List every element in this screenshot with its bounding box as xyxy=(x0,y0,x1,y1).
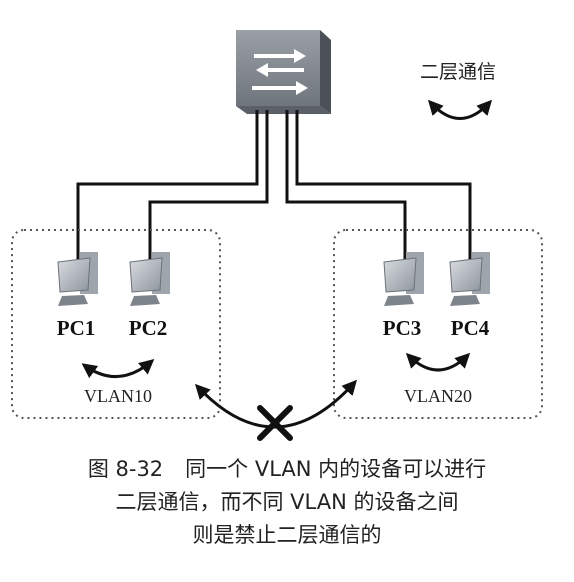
caption-text-1: 同一个 VLAN 内的设备可以进行 xyxy=(185,457,487,481)
figure-caption: 图 8-32 同一个 VLAN 内的设备可以进行 二层通信，而不同 VLAN 的设… xyxy=(0,453,574,552)
switch-icon xyxy=(236,30,331,114)
cable-pc3 xyxy=(285,110,407,262)
pc3-label: PC3 xyxy=(383,316,422,340)
vlan10-label: VLAN10 xyxy=(84,386,152,406)
vlan20-communication-arrow xyxy=(405,352,471,372)
vlan20-label: VLAN20 xyxy=(404,386,472,406)
legend-label: 二层通信 xyxy=(420,61,496,83)
caption-line-1: 图 8-32 同一个 VLAN 内的设备可以进行 xyxy=(0,453,574,486)
cable-pc2 xyxy=(148,110,269,262)
pc3-icon xyxy=(383,252,424,306)
pc2-icon xyxy=(129,252,170,306)
network-cables xyxy=(76,110,472,262)
cable-pc4 xyxy=(295,110,472,262)
caption-line-3: 则是禁止二层通信的 xyxy=(192,523,382,547)
caption-line-2: 二层通信，而不同 VLAN 的设备之间 xyxy=(115,490,459,514)
legend-arrow xyxy=(427,99,493,120)
figure-number: 图 8-32 xyxy=(87,457,164,481)
pc4-label: PC4 xyxy=(451,316,490,340)
cable-pc1 xyxy=(76,110,259,262)
vlan10-box xyxy=(11,229,221,419)
vlan20-box xyxy=(333,229,543,419)
blocked-x-icon xyxy=(257,405,293,441)
pc4-icon xyxy=(449,252,490,306)
pc1-icon xyxy=(57,252,98,306)
pc1-label: PC1 xyxy=(57,316,96,340)
vlan10-communication-arrow xyxy=(81,359,155,379)
pc2-label: PC2 xyxy=(129,316,168,340)
